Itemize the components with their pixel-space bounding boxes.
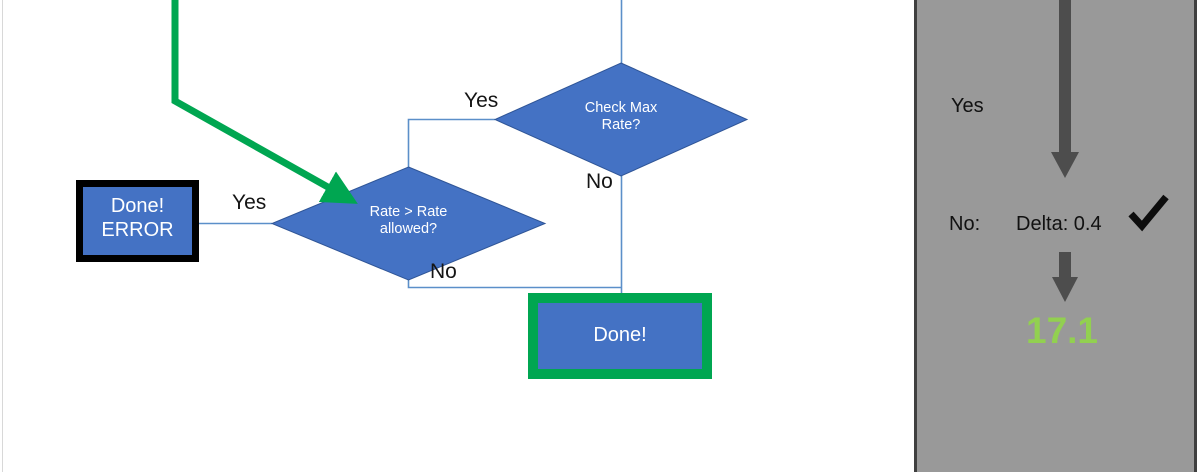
- panel-yes-label: Yes: [951, 95, 984, 117]
- green-highlight-arrow: [171, 0, 358, 204]
- panel-arrow-bottom-icon: [1052, 252, 1078, 302]
- edge-label-yes-rate-allowed: Yes: [232, 191, 267, 214]
- edge-label-no-rate-allowed: No: [430, 260, 457, 283]
- panel-delta-label: Delta: 0.4: [1016, 213, 1102, 235]
- panel-arrow-top-icon: [1051, 0, 1079, 178]
- connector-rate-no: [407, 280, 622, 289]
- connector-lines: [199, 0, 623, 293]
- panel-result-value: 17.1: [1026, 310, 1099, 351]
- panel-no-label: No:: [949, 213, 981, 235]
- node-done-error[interactable]: [76, 180, 199, 262]
- node-rate-greater-than-allowed[interactable]: [270, 166, 547, 281]
- left-edge-rule: [2, 0, 3, 472]
- connector-check-max-yes: [407, 118, 495, 167]
- node-check-max-rate[interactable]: [493, 62, 749, 177]
- edge-label-no-check-max-rate: No: [586, 170, 613, 193]
- check-mark-icon: [1128, 194, 1169, 232]
- edge-label-yes-check-max-rate: Yes: [464, 89, 499, 112]
- results-panel-background: [914, 0, 1197, 472]
- node-done[interactable]: [528, 293, 712, 379]
